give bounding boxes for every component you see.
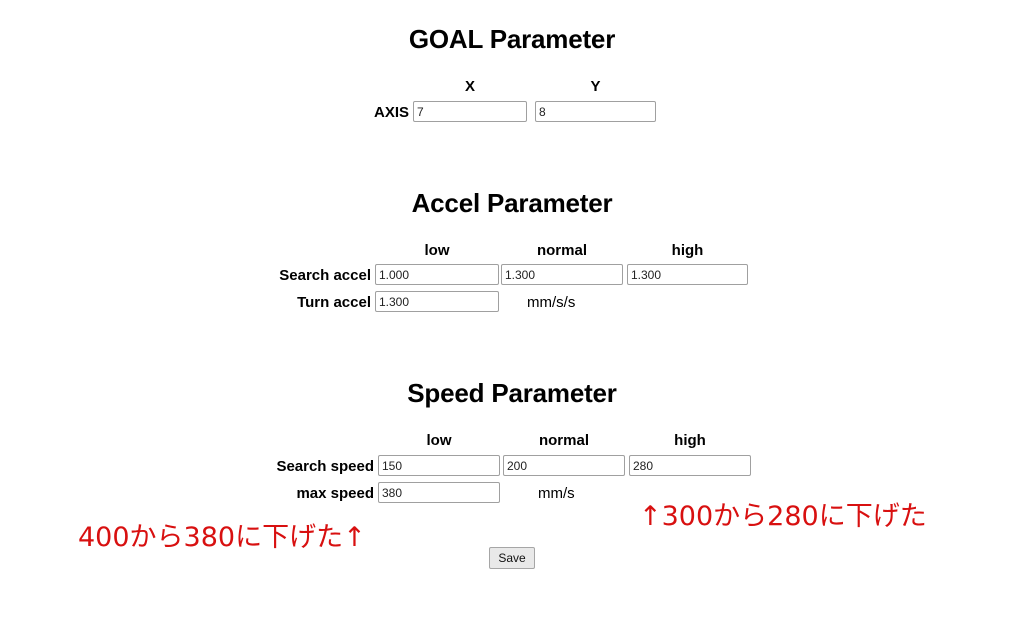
accel-row-label-search-accel: Search accel (279, 267, 371, 284)
speed-column-header-high: high (674, 432, 706, 449)
speed-column-header-low: low (426, 432, 452, 449)
accel-unit-label: mm/s/s (527, 294, 576, 311)
save-button[interactable]: Save (489, 547, 535, 569)
accel-column-header-high: high (671, 242, 704, 259)
accel-row-label-turn-accel: Turn accel (297, 294, 371, 311)
speed-section-title: Speed Parameter (407, 378, 617, 408)
accel-turn-input[interactable] (375, 291, 499, 312)
annotation-search-high-note: ↑300から280に下げた (639, 501, 927, 532)
accel-search-low-input[interactable] (375, 264, 499, 285)
accel-search-high-input[interactable] (627, 264, 748, 285)
accel-column-header-normal: normal (536, 242, 587, 259)
accel-section-title: Accel Parameter (411, 188, 613, 218)
goal-axis-x-input[interactable] (413, 101, 527, 122)
speed-max-input[interactable] (378, 482, 500, 503)
accel-search-normal-input[interactable] (501, 264, 623, 285)
speed-search-low-input[interactable] (378, 455, 500, 476)
goal-column-header-x: X (464, 78, 475, 95)
speed-search-normal-input[interactable] (503, 455, 625, 476)
goal-axis-y-input[interactable] (535, 101, 656, 122)
goal-column-header-y: Y (590, 78, 601, 95)
speed-column-header-normal: normal (538, 432, 589, 449)
speed-search-high-input[interactable] (629, 455, 751, 476)
annotation-max-speed-note: 400から380に下げた↑ (78, 522, 366, 553)
speed-row-label-search-speed: Search speed (276, 458, 374, 475)
speed-unit-label: mm/s (538, 485, 575, 502)
speed-row-label-max-speed: max speed (296, 485, 374, 502)
goal-row-label-axis: AXIS (373, 104, 409, 121)
accel-column-header-low: low (424, 242, 450, 259)
goal-section-title: GOAL Parameter (408, 24, 616, 54)
